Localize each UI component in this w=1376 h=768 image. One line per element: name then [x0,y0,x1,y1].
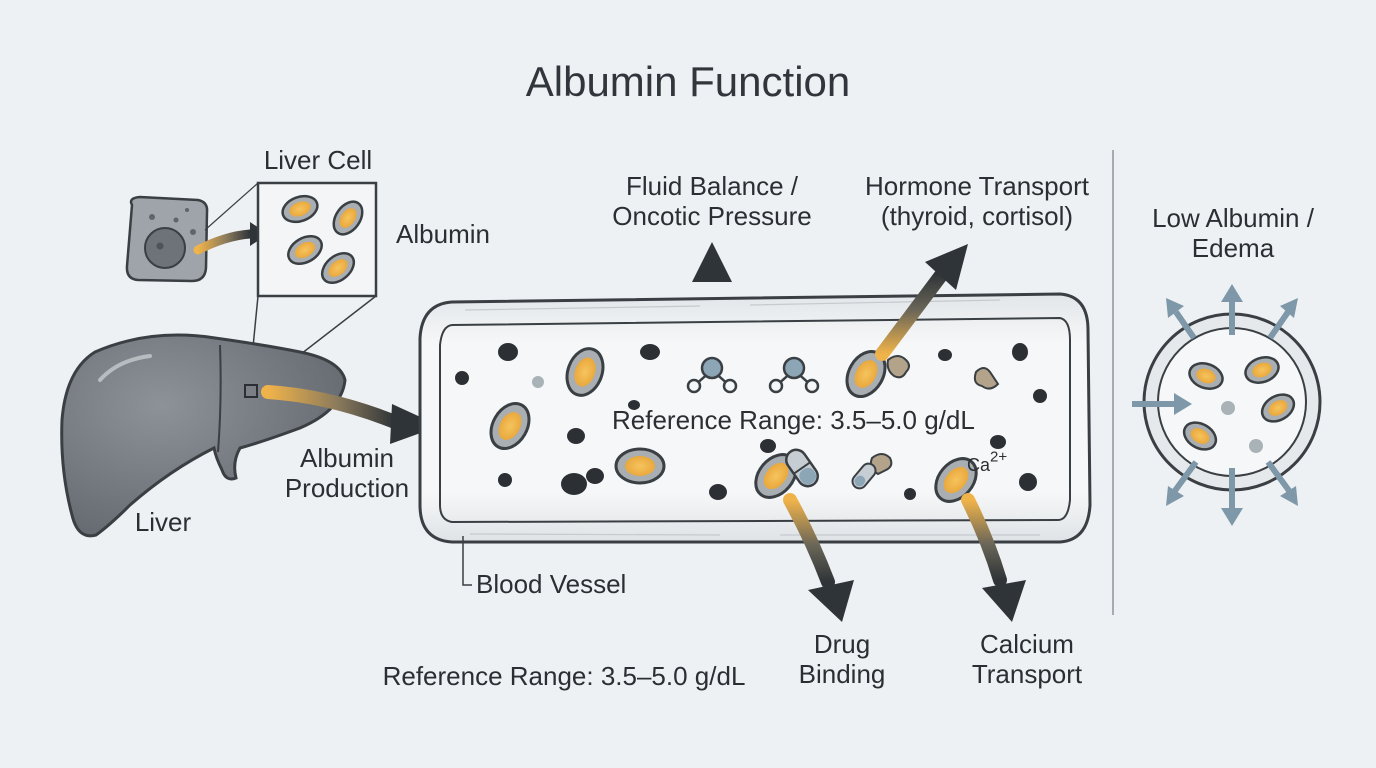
liver-icon [60,333,347,538]
reference-range-bottom-label: Reference Range: 3.5–5.0 g/dL [382,661,746,691]
reference-range-inside-label: Reference Range: 3.5–5.0 g/dL [612,405,975,435]
blood-vessel-label: Blood Vessel [476,569,627,599]
water-molecule-icon [686,356,820,394]
hormone-transport-label: Hormone Transport (thyroid, cortisol) [865,171,1089,231]
liver-cell-icon [125,195,209,283]
liver-label: Liver [134,507,192,537]
albumin-production-label: Albumin Production [284,443,410,503]
blood-cells [455,343,1047,500]
calcium-transport-label: Calcium Transport [971,629,1083,689]
drug-binding-arrow [783,493,835,589]
albumin-production-arrow [261,385,402,429]
albumin-protein-icon [281,194,364,285]
albumin-protein-icon [489,347,978,503]
drug-binding-label: Drug Binding [798,629,886,689]
hormone-transport-arrow [875,267,949,361]
diagram-title: Albumin Function [525,58,851,105]
edema-fluid-arrows [1132,284,1298,526]
drug-capsule-icon [851,462,877,490]
low-albumin-edema-label: Low Albumin / Edema [1152,203,1314,263]
fluid-balance-label: Fluid Balance / Oncotic Pressure [612,171,812,231]
drug-capsule-icon [785,448,819,488]
liver-cell-label: Liver Cell [263,145,373,175]
cell-to-albumin-arrow [193,229,255,255]
albumin-label: Albumin [396,219,490,249]
calcium-transport-arrow [961,493,1007,587]
calcium-ion-label: Ca2+ [967,448,1008,475]
